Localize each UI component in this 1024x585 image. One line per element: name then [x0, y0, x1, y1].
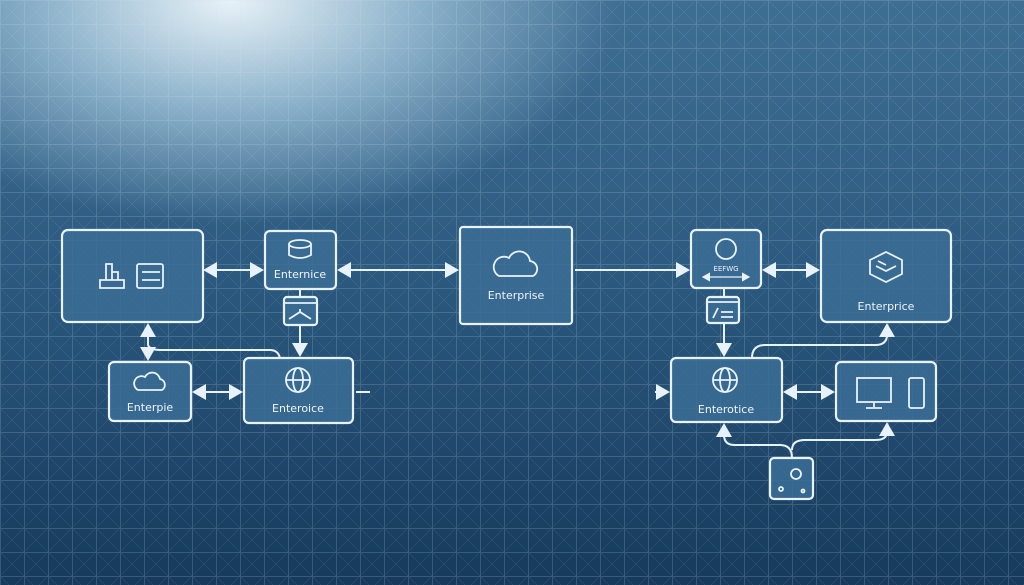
phone-icon	[908, 377, 925, 409]
node-settings[interactable]	[768, 456, 815, 501]
node-code-window[interactable]	[705, 295, 741, 325]
node-label: Enteroice	[272, 402, 324, 415]
node-database[interactable]: Enternice	[263, 229, 338, 291]
node-cloud-left[interactable]: Enterpie	[107, 360, 193, 423]
node-label: Enterpie	[127, 401, 174, 414]
gear-icon	[778, 468, 806, 494]
cloud-icon	[133, 371, 166, 391]
network-split-icon	[284, 302, 317, 320]
node-globe-right[interactable]: Enterotice	[669, 356, 784, 424]
node-label: EEFWG	[713, 265, 738, 273]
node-package[interactable]: Enterprice	[819, 228, 953, 324]
package-icon	[869, 250, 903, 284]
router-icon	[715, 238, 737, 260]
cloud-icon	[492, 250, 539, 277]
node-devices[interactable]	[834, 360, 938, 423]
connectors	[140, 262, 895, 459]
database-icon	[288, 239, 312, 259]
monitor-icon	[856, 377, 892, 409]
node-globe-left[interactable]: Enteroice	[242, 356, 355, 425]
code-icon	[707, 301, 739, 319]
node-server-rack[interactable]	[60, 228, 205, 324]
node-label: Enterprise	[488, 289, 545, 302]
node-label: Enterprice	[858, 300, 915, 313]
server-icon	[99, 263, 164, 289]
node-router[interactable]: EEFWG	[689, 228, 763, 290]
node-cloud-center[interactable]: Enterprise	[458, 225, 574, 326]
node-label: Enterotice	[698, 403, 754, 416]
globe-icon	[712, 367, 738, 393]
node-switch-window[interactable]	[282, 295, 319, 327]
node-label: Enternice	[274, 268, 326, 281]
globe-icon	[285, 367, 311, 393]
